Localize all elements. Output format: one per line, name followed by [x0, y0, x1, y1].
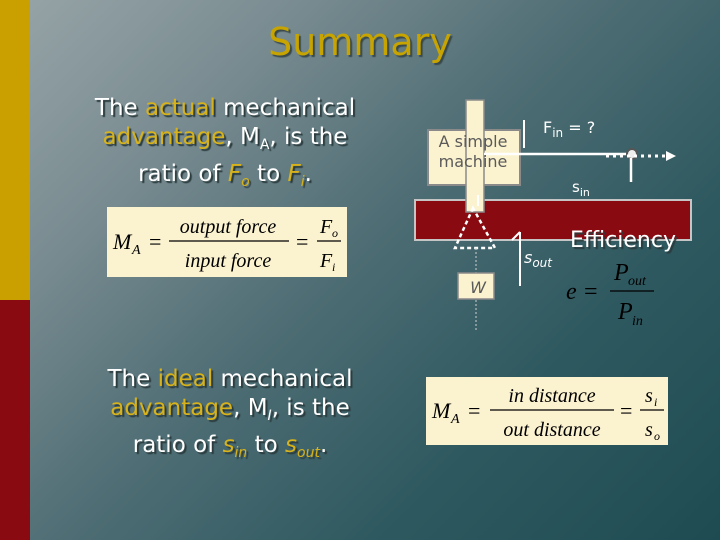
formula-lhs: M: [112, 229, 133, 254]
svg-text:P: P: [617, 299, 633, 325]
weight-box: [457, 272, 495, 300]
svg-text:=: =: [468, 398, 480, 423]
machine-label: A simple machine: [438, 132, 508, 171]
formula-numerator: output force: [180, 216, 277, 238]
simple-machine-diagram: [414, 99, 692, 332]
svg-text:=: =: [296, 229, 308, 254]
ideal-ma-text: The ideal mechanical advantage, MI, is t…: [107, 366, 353, 461]
svg-text:o: o: [654, 429, 660, 443]
svg-text:s: s: [645, 419, 653, 441]
svg-text:i: i: [654, 395, 657, 409]
svg-text:e: e: [566, 279, 577, 305]
svg-text:=: =: [620, 398, 632, 423]
sout-label: sout: [524, 248, 552, 270]
svg-text:s: s: [645, 385, 653, 407]
svg-text:in distance: in distance: [508, 385, 595, 407]
svg-text:out distance: out distance: [503, 419, 600, 441]
svg-text:=: =: [584, 279, 598, 305]
slide-title: Summary: [268, 20, 452, 64]
efficiency-label: Efficiency: [570, 228, 676, 253]
ideal-ma-formula: M A = in distance out distance = s i s o: [426, 377, 668, 445]
svg-text:=: =: [149, 229, 161, 254]
weight-label: W: [470, 278, 486, 297]
svg-text:i: i: [332, 260, 335, 274]
red-accent-bar: [0, 300, 30, 540]
svg-text:out: out: [628, 274, 647, 289]
svg-text:in: in: [632, 314, 643, 329]
formula-lhs-sub: A: [131, 243, 141, 258]
gold-accent-bar: [0, 0, 30, 300]
svg-text:M: M: [431, 398, 452, 423]
svg-text:P: P: [613, 260, 629, 286]
actual-ma-text: The actual mechanical advantage, MA, is …: [94, 95, 356, 190]
svg-text:o: o: [332, 226, 338, 240]
efficiency-formula: e = P out P in: [566, 260, 654, 329]
sin-label: sin: [572, 178, 590, 199]
svg-text:A: A: [450, 412, 460, 427]
fulcrum-support: [453, 205, 498, 250]
pole: [465, 99, 485, 213]
svg-text:F: F: [319, 250, 333, 272]
fin-label: Fin = ?: [543, 118, 596, 140]
actual-ma-formula: M A = output force input force = F o F i: [107, 207, 347, 277]
formula-denominator: input force: [185, 250, 272, 272]
svg-text:F: F: [319, 216, 333, 238]
